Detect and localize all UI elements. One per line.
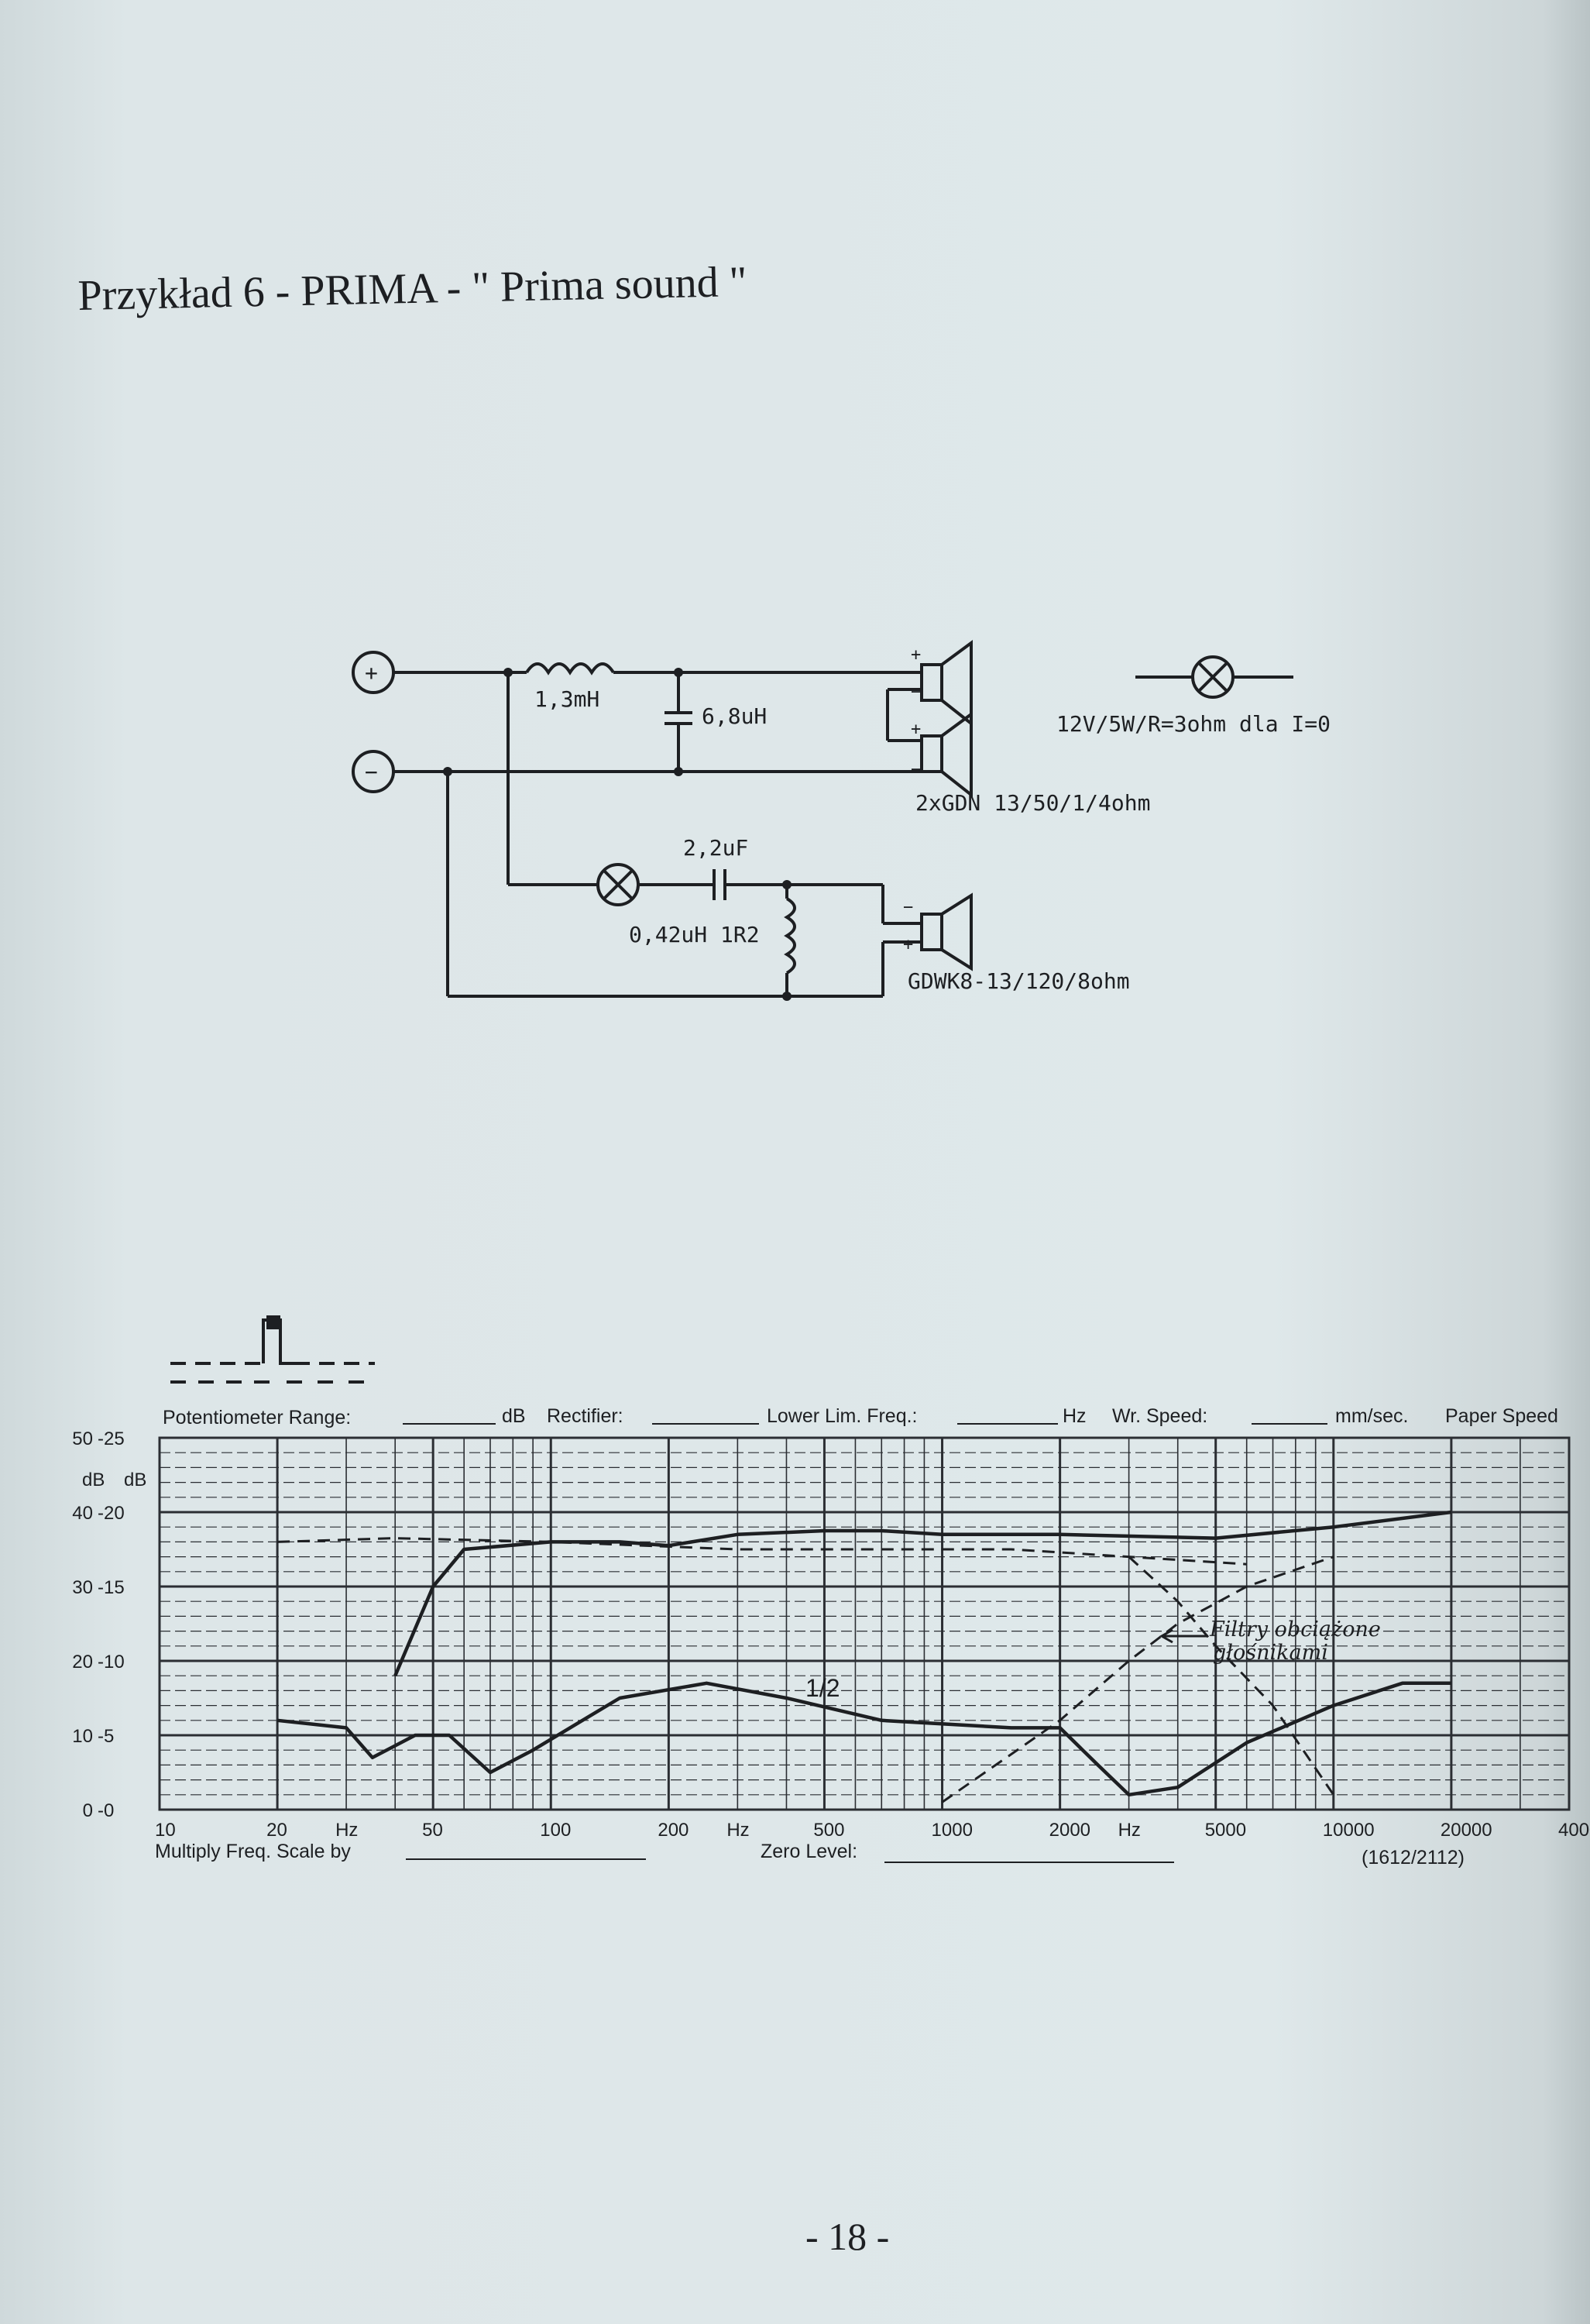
minus-terminal-label: − bbox=[365, 759, 378, 785]
header-lower-lim: Lower Lim. Freq.: bbox=[767, 1405, 918, 1427]
footer-zero-level: Zero Level: bbox=[761, 1841, 857, 1862]
woofer2-plus: + bbox=[911, 720, 921, 739]
x-tick-label: 1000 bbox=[932, 1820, 973, 1841]
x-axis-labels: 10 20 Hz 50 100 200 Hz 500 1000 2000 Hz 5000 10000 20… bbox=[155, 1820, 1590, 1841]
filters-annotation-line2: głośnikami bbox=[1213, 1641, 1328, 1665]
x-tick-label: Hz bbox=[335, 1820, 358, 1841]
lamp-note: 12V/5W/R=3ohm dla I=0 bbox=[1056, 711, 1331, 737]
y-axis-labels: 50-25 40-20 30-15 20-10 10-5 0-0 bbox=[72, 1428, 124, 1821]
x-tick-label: 50 bbox=[422, 1820, 443, 1841]
filters-annotation: Filtry obciążone głośnikami bbox=[1159, 1618, 1381, 1665]
x-tick-label: 20000 bbox=[1441, 1820, 1492, 1841]
calibration-mark bbox=[170, 1315, 375, 1384]
y-tick-right: -5 bbox=[98, 1726, 114, 1747]
footer-code: (1612/2112) bbox=[1362, 1847, 1465, 1868]
curve-dashed-upper bbox=[277, 1537, 1247, 1566]
header-rectifier: Rectifier: bbox=[547, 1405, 623, 1427]
y-tick-right: -20 bbox=[98, 1503, 125, 1524]
tweeter-label: GDWK8-13/120/8ohm bbox=[908, 968, 1130, 994]
y-tick-left: 40 bbox=[72, 1503, 93, 1524]
curve-dashed-lowpass bbox=[1128, 1556, 1335, 1796]
woofer2-minus: − bbox=[911, 760, 921, 779]
x-tick-label: Hz bbox=[1118, 1820, 1141, 1841]
y-tick-right: -0 bbox=[98, 1800, 114, 1821]
woofer1-minus: − bbox=[911, 682, 921, 702]
y-tick-left: 20 bbox=[72, 1652, 93, 1673]
header-pot-range: Potentiometer Range: bbox=[163, 1407, 351, 1428]
header-mm-sec: mm/sec. bbox=[1335, 1405, 1408, 1427]
header-db: dB bbox=[502, 1405, 526, 1427]
crossover-schematic: + − 1,3mH 6,8uH 2,2uF 0,42uH 1R2 2xGDN 1… bbox=[352, 640, 1331, 1001]
footer-multiply: Multiply Freq. Scale by bbox=[155, 1841, 351, 1862]
x-tick-label: 10000 bbox=[1323, 1820, 1375, 1841]
y-unit-right: dB bbox=[124, 1470, 146, 1490]
y-tick-left: 0 bbox=[83, 1800, 93, 1821]
curve-dashed-highpass bbox=[941, 1556, 1334, 1803]
y-tick-right: -15 bbox=[98, 1577, 125, 1598]
filters-annotation-line1: Filtry obciążone bbox=[1209, 1618, 1381, 1642]
capacitor1-label: 6,8uH bbox=[702, 703, 767, 729]
y-tick-right: -10 bbox=[98, 1652, 125, 1673]
y-tick-left: 30 bbox=[72, 1577, 93, 1598]
woofers-label: 2xGDN 13/50/1/4ohm bbox=[915, 790, 1150, 816]
header-paper-speed: Paper Speed bbox=[1445, 1405, 1558, 1427]
y-tick-left: 10 bbox=[72, 1726, 93, 1747]
x-tick-label: Hz bbox=[726, 1820, 749, 1841]
curve-solid-lower bbox=[276, 1681, 1451, 1797]
header-hz: Hz bbox=[1063, 1405, 1087, 1427]
response-curves bbox=[276, 1510, 1452, 1803]
inductor2-label: 0,42uH 1R2 bbox=[629, 922, 760, 947]
x-tick-label: 500 bbox=[813, 1820, 844, 1841]
inductor1-label: 1,3mH bbox=[534, 686, 599, 712]
x-tick-label: 5000 bbox=[1205, 1820, 1246, 1841]
capacitor2-label: 2,2uF bbox=[683, 835, 748, 861]
plus-terminal-label: + bbox=[365, 660, 378, 686]
page-number: - 18 - bbox=[805, 2215, 890, 2258]
tweeter-plus: + bbox=[903, 935, 913, 954]
x-tick-label: 100 bbox=[540, 1820, 571, 1841]
x-tick-label: 20 bbox=[266, 1820, 287, 1841]
chart-grid bbox=[158, 1436, 1571, 1811]
half-annotation: 1/2 bbox=[805, 1674, 840, 1702]
tweeter-minus: − bbox=[903, 898, 913, 917]
x-tick-label: 200 bbox=[658, 1820, 689, 1841]
curve-solid-upper bbox=[393, 1510, 1452, 1677]
woofer1-plus: + bbox=[911, 645, 921, 665]
x-tick-label: 40000 bbox=[1558, 1820, 1590, 1841]
x-tick-label: 10 bbox=[155, 1820, 176, 1841]
y-unit-left: dB bbox=[82, 1470, 105, 1490]
y-tick-right: -25 bbox=[98, 1428, 125, 1449]
header-wr-speed: Wr. Speed: bbox=[1112, 1405, 1207, 1427]
x-tick-label: 2000 bbox=[1049, 1820, 1090, 1841]
y-tick-left: 50 bbox=[72, 1428, 93, 1449]
